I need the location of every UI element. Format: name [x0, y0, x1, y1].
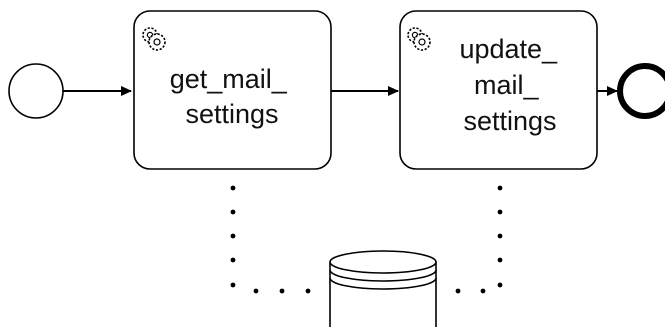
start-event[interactable]	[8, 63, 64, 119]
database-icon[interactable]	[329, 250, 437, 327]
gear-icon	[407, 27, 431, 51]
task-label-line: settings	[463, 106, 556, 136]
gear-icon	[142, 27, 166, 51]
task-label-line: settings	[185, 99, 278, 129]
data-association-update[interactable]	[455, 185, 503, 294]
data-association-get[interactable]	[230, 185, 311, 294]
svg-text:get_mail_ settings: get_mail_ settings	[170, 64, 295, 129]
task-get-mail-settings[interactable]: get_mail_ settings	[133, 10, 332, 170]
task-label-line: update_	[459, 34, 558, 64]
task-label-line: mail_	[474, 70, 540, 100]
task-update-mail-settings[interactable]: update_ mail_ settings	[399, 10, 598, 170]
task-label-line: get_mail_	[170, 64, 288, 94]
svg-text:update_ mail_ sett: update_ mail_ settings	[459, 34, 564, 136]
end-event[interactable]	[617, 63, 665, 119]
